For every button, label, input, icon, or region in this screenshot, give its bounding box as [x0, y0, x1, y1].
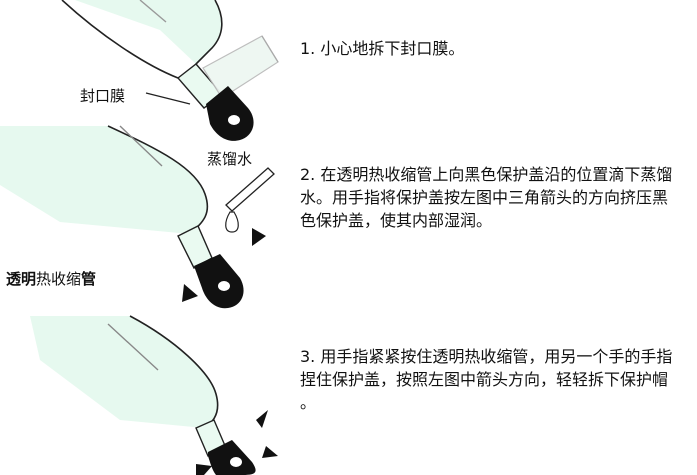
electrode-body-2 [0, 126, 208, 234]
sealing-film-edge [261, 35, 279, 63]
arrow-triangle-up-right [256, 410, 268, 428]
electrode-inner-line-2 [119, 125, 163, 167]
arrow-triangle-left [182, 284, 198, 302]
protective-cap-2 [194, 254, 244, 309]
cap-hole-1 [228, 115, 240, 125]
sealing-film-leader [145, 92, 191, 105]
panel-3-electrode [30, 315, 278, 475]
electrode-inner-line-1 [139, 0, 167, 23]
cap-hole-3 [230, 457, 242, 467]
arrow-triangle-down-right [262, 446, 278, 458]
tube-label-bold-1: 透明 [6, 270, 37, 288]
tube-label-bold-2: 管 [81, 270, 97, 288]
sealing-film-label: 封口膜 [80, 87, 126, 105]
distilled-water-label: 蒸馏水 [207, 150, 253, 168]
heat-shrink-tube-label: 透明热收缩管 [6, 268, 96, 289]
step-2-text: 2. 在透明热收缩管上向黑色保护盖沿的位置滴下蒸馏水。用手指将保护盖按左图中三角… [300, 165, 673, 230]
panel-1-electrode [61, 0, 279, 141]
wash-bottle-nozzle [225, 167, 275, 212]
arrow-triangle-bottom-left [196, 464, 212, 475]
protective-cap-3 [208, 440, 256, 475]
electrode-body-outline-1 [61, 0, 223, 79]
electrode-body-outline-2 [107, 125, 209, 235]
protective-cap-1 [206, 86, 254, 141]
electrode-body-3 [30, 316, 218, 428]
arrow-triangle-right [252, 228, 266, 246]
step-3-text: 3. 用手指紧紧按住透明热收缩管，用另一个手的手指捏住保护盖，按照左图中箭头方向… [300, 347, 673, 412]
water-drop [225, 211, 239, 233]
electrode-body-outline-3 [129, 315, 219, 429]
step-1-text: 1. 小心地拆下封口膜。 [300, 39, 465, 58]
electrode-inner-line-3 [107, 323, 159, 371]
cap-hole-2 [218, 281, 230, 291]
panel-2-electrode [0, 125, 275, 309]
electrode-body-1 [62, 0, 222, 64]
tube-label-plain: 热收缩 [36, 270, 82, 288]
